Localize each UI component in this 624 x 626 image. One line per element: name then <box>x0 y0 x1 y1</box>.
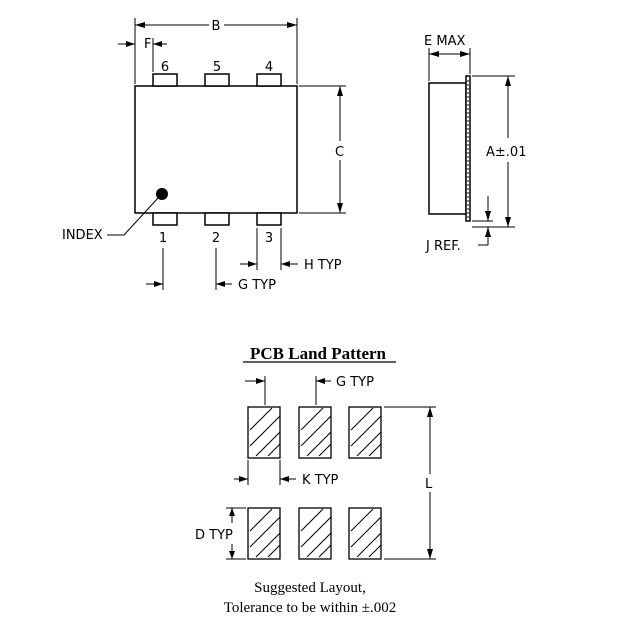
pin-1 <box>152 212 178 226</box>
pin-4 <box>256 73 282 87</box>
layout-note-line1: Suggested Layout, <box>254 580 366 596</box>
pcb-land-pattern: PCB Land Pattern G TYP <box>195 344 436 616</box>
dim-f-label: F <box>144 37 151 52</box>
side-view: E MAX A±.01 J REF. <box>424 34 526 254</box>
e-max-label: E MAX <box>424 34 465 49</box>
dim-d: D TYP <box>195 507 246 560</box>
dim-c-label: C <box>335 145 344 160</box>
pcb-g-typ-label: G TYP <box>336 375 374 390</box>
top-view: 6 5 4 1 2 3 INDEX B F <box>62 18 346 293</box>
layout-note-line2: Tolerance to be within ±.002 <box>224 600 397 616</box>
pin-label-4: 4 <box>265 60 273 75</box>
d-typ-label: D TYP <box>195 528 233 543</box>
index-dot <box>156 188 168 200</box>
dim-e: E MAX <box>424 34 471 81</box>
dim-a: A±.01 <box>472 75 526 228</box>
index-leader <box>107 197 159 236</box>
dim-g-top-view: G TYP <box>146 248 276 293</box>
k-typ-label: K TYP <box>302 473 339 488</box>
pin-2 <box>204 212 230 226</box>
pin-label-3: 3 <box>265 231 273 246</box>
index-label: INDEX <box>62 228 103 243</box>
h-typ-label: H TYP <box>304 258 342 273</box>
pin-label-1: 1 <box>159 231 167 246</box>
dim-k: K TYP <box>234 460 339 488</box>
dim-h: H TYP <box>240 228 342 273</box>
pin-6 <box>152 73 178 87</box>
a-tol-label: A±.01 <box>486 145 526 160</box>
pin-label-6: 6 <box>161 60 169 75</box>
j-ref-label: J REF. <box>425 239 461 254</box>
dim-l: L <box>384 406 436 560</box>
pcb-title: PCB Land Pattern <box>250 344 387 363</box>
g-typ-label: G TYP <box>238 278 276 293</box>
pin-3 <box>256 212 282 226</box>
dim-c: C <box>299 85 346 214</box>
pin-5 <box>204 73 230 87</box>
dim-b-label: B <box>212 19 221 34</box>
pin-label-2: 2 <box>212 231 220 246</box>
pin-label-5: 5 <box>213 60 221 75</box>
pad-hatching <box>249 407 382 558</box>
l-label: L <box>425 477 433 492</box>
dim-b: B <box>134 18 298 84</box>
side-body <box>428 82 467 215</box>
dim-f: F <box>118 37 167 72</box>
dim-j: J REF. <box>425 196 493 254</box>
dim-g-pcb: G TYP <box>245 375 374 405</box>
